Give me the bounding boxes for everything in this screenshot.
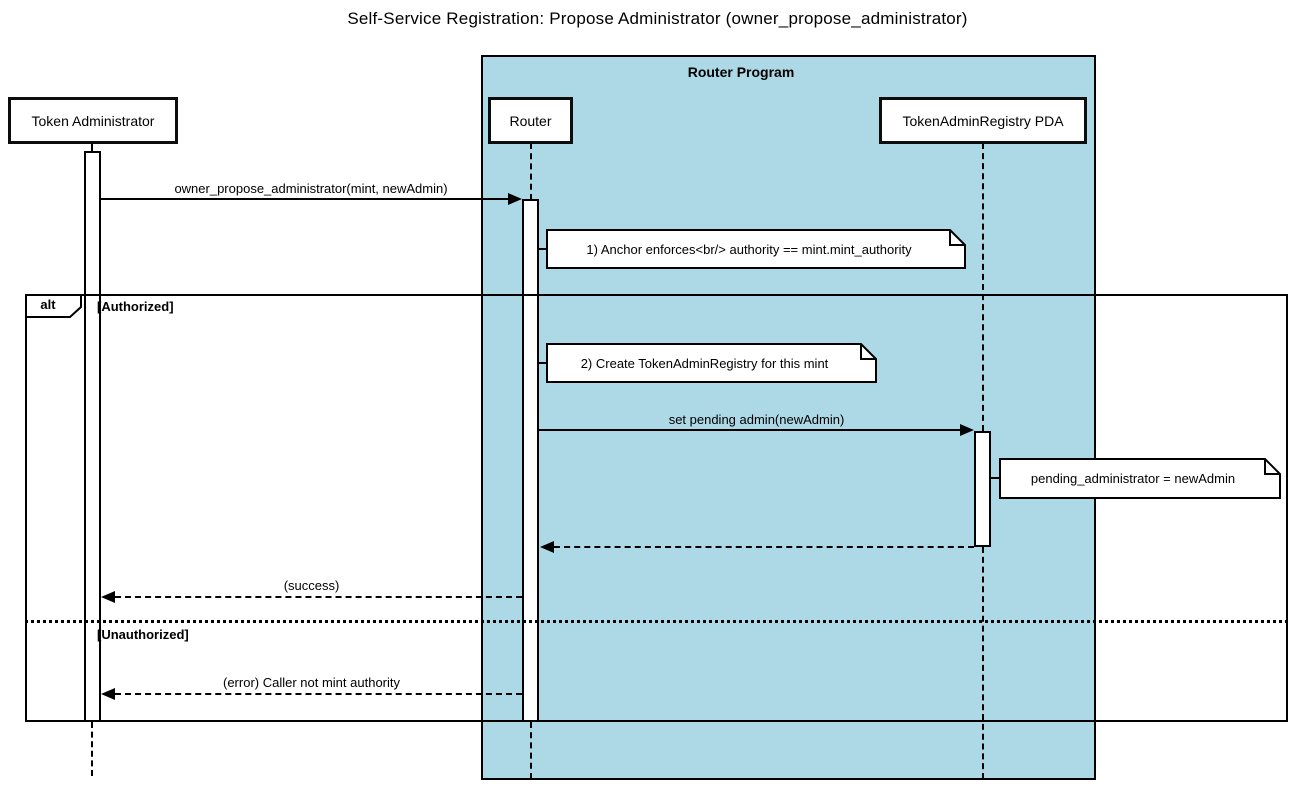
lifeline-router-tail xyxy=(530,722,532,779)
note1-connector xyxy=(539,248,547,250)
note-pending-administrator-text: pending_administrator = newAdmin xyxy=(1030,471,1236,486)
message-success-label: (success) xyxy=(283,578,340,593)
participant-token-admin-registry-pda: TokenAdminRegistry PDA xyxy=(879,97,1087,144)
note2-connector xyxy=(539,362,547,364)
arrowhead-left-icon xyxy=(101,688,115,700)
note-create-registry-text: 2) Create TokenAdminRegistry for this mi… xyxy=(580,355,829,371)
lifeline-pda-tail xyxy=(982,547,984,779)
router-program-label: Router Program xyxy=(687,64,795,80)
participant-token-administrator: Token Administrator xyxy=(8,97,178,144)
message-success-line xyxy=(115,596,522,598)
message-error-label: (error) Caller not mint authority xyxy=(223,675,400,690)
message-set-pending-admin-label: set pending admin(newAdmin) xyxy=(668,412,845,427)
note3-connector xyxy=(990,477,1000,479)
note-pending-administrator: pending_administrator = newAdmin xyxy=(999,458,1281,499)
alt-divider xyxy=(25,620,1288,623)
lifeline-router-top xyxy=(530,143,532,200)
note-shape-icon xyxy=(546,343,877,383)
lifeline-token-administrator-tail xyxy=(91,722,93,776)
message-owner-propose-administrator-line xyxy=(100,198,510,200)
diagram-title: Self-Service Registration: Propose Admin… xyxy=(347,9,968,28)
note-anchor-enforces-text: 1) Anchor enforces<br/> authority == min… xyxy=(586,241,912,257)
note-shape-icon xyxy=(999,458,1281,499)
alt-operator-label: alt xyxy=(40,297,56,312)
lifeline-pda-top xyxy=(982,143,984,431)
arrowhead-left-icon xyxy=(540,541,554,553)
guard-authorized: [Authorized] xyxy=(97,299,174,314)
alt-frame xyxy=(25,294,1288,722)
message-error-line xyxy=(115,693,522,695)
guard-unauthorized: [Unauthorized] xyxy=(97,627,189,642)
note-anchor-enforces: 1) Anchor enforces<br/> authority == min… xyxy=(546,229,966,269)
activation-pda xyxy=(974,431,991,547)
message-pda-return-line xyxy=(554,546,974,548)
participant-token-administrator-label: Token Administrator xyxy=(31,112,155,129)
arrowhead-left-icon xyxy=(101,591,115,603)
participant-token-admin-registry-pda-label: TokenAdminRegistry PDA xyxy=(902,112,1064,129)
message-owner-propose-administrator-label: owner_propose_administrator(mint, newAdm… xyxy=(174,181,448,196)
note-shape-icon xyxy=(546,229,966,269)
arrowhead-right-icon xyxy=(508,193,522,205)
participant-router: Router xyxy=(488,97,573,144)
participant-router-label: Router xyxy=(509,112,552,129)
lifeline-token-administrator-stub xyxy=(91,143,93,152)
note-create-registry: 2) Create TokenAdminRegistry for this mi… xyxy=(546,343,877,383)
arrowhead-right-icon xyxy=(960,424,974,436)
alt-operator-pentagon xyxy=(25,294,82,318)
router-program-container xyxy=(481,55,1096,780)
message-set-pending-admin-line xyxy=(539,429,962,431)
